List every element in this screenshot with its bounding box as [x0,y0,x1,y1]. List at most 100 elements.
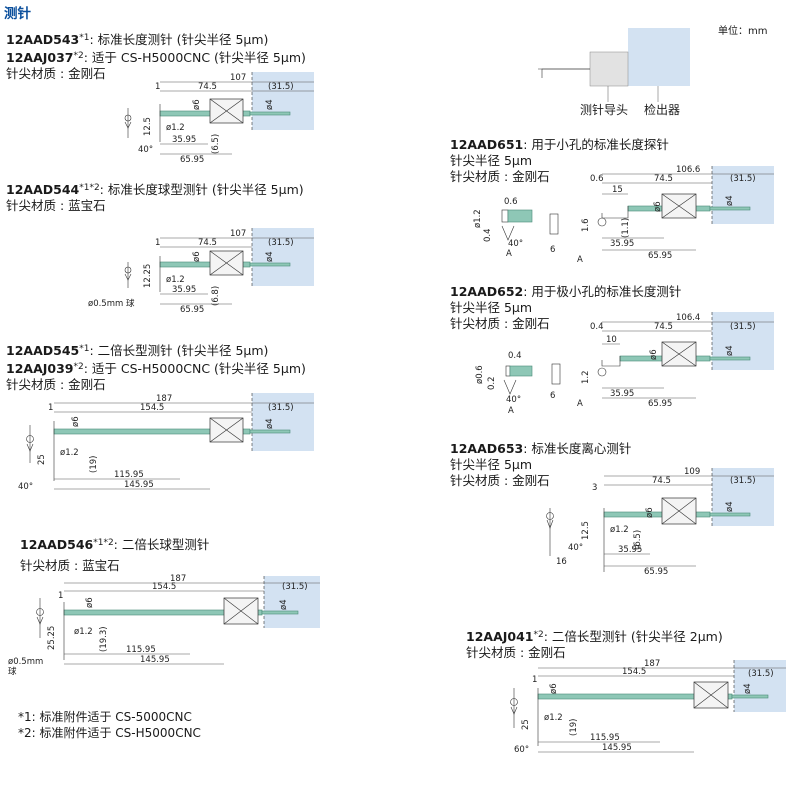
description: : 标准长度球型测针 (针尖半径 5μm) [99,182,304,197]
description: : 标准长度离心测针 [523,441,632,456]
tip-symbol [124,108,132,138]
material: 针尖材质 : 蓝宝石 [20,558,120,573]
dim-label: 0.6 [590,174,604,184]
dim-label: 12.5 [143,117,153,136]
dim-label: (1.1) [621,218,631,238]
dim-label: 187 [156,394,172,404]
dim-label: ø6 [653,201,663,212]
dim-label: 35.95 [172,135,196,145]
description: : 二倍长型测针 (针尖半径 5μm) [89,343,269,358]
code: 12AAD546 [20,537,94,552]
dim-label: ø4 [265,251,275,262]
code: 12AAD544 [6,182,80,197]
dim-label: 107 [230,229,246,239]
dim-label: 154.5 [622,667,646,677]
description: : 用于极小孔的标准长度测针 [523,284,682,299]
code: 12AAJ039 [6,361,74,376]
dim-label: 0.6 [504,197,518,207]
diagram-12aad651: 106.6 74.5 (31.5) 0.6 15 ø6 ø4 1.6 (1.1)… [577,165,774,265]
material: 针尖材质 : 金刚石 [6,377,106,392]
dim-label: 1 [48,403,53,413]
dim-label: ø6 [645,507,655,518]
dim-label: ø1.2 [473,209,483,228]
footnote-mark: *2 [73,362,84,372]
dim-label: A [577,399,583,409]
dim-label: (31.5) [730,322,756,332]
dim-label: ø0.6 [475,365,485,384]
dim-label: ø6 [192,251,202,262]
dim-label: 187 [644,659,660,669]
footnote-mark: *1*2 [93,538,114,548]
description: : 二倍长球型测针 [113,537,210,552]
dim-label: 40° [138,145,153,155]
diagram-12aad545: 187 154.5 (31.5) 1 ø6 ø4 25 ø1.2 (19) 40… [18,393,314,492]
dim-label: (6.5) [211,134,221,154]
dim-label: 12.5 [581,521,591,540]
tip-symbol [124,262,132,288]
code: 12AAJ041 [466,629,534,644]
dim-label: 1 [155,238,160,248]
material: 针尖材质 : 金刚石 [450,169,550,184]
dim-label: ø1.2 [544,713,563,723]
guide-shape [589,51,629,87]
description: : 二倍长型测针 (针尖半径 2μm) [543,629,723,644]
material: 针尖材质 : 金刚石 [450,473,550,488]
description: : 适于 CS-H5000CNC (针尖半径 5μm) [83,361,306,376]
dim-label: 109 [684,467,700,477]
guide-label: 测针导头 [580,102,628,117]
dim-label: 0.4 [483,228,493,242]
footnote-mark: *1 [79,344,90,354]
dim-label: ø6 [71,416,81,427]
dim-label: ø6 [649,349,659,360]
dim-label: 0.2 [487,376,497,390]
dim-label: 0.4 [590,322,604,332]
dim-label: ø1.2 [610,525,629,535]
tip-symbol [546,508,554,556]
dim-label: ø4 [743,683,753,694]
dim-label: (19) [569,719,579,736]
dim-label: 40° [506,395,521,405]
diagram-12aad543: 107 74.5 (31.5) 1 ø6 ø4 12.5 ø1.2 (6.5) … [138,72,314,165]
dim-label: 74.5 [198,82,217,92]
dim-label: 65.95 [180,305,204,315]
legend-diagram: 测针导头 检出器 [538,28,690,117]
dim-label: 35.95 [172,285,196,295]
diagram-12aad546: 187 154.5 (31.5) 1 ø6 ø4 25.25 ø1.2 (19.… [8,574,320,677]
dim-label: 35.95 [610,389,634,399]
dim-label: ø1.2 [166,123,185,133]
dim-label: 1 [58,591,63,601]
unit-label: 单位：mm [718,26,768,37]
dim-label: 40° [18,482,33,492]
dim-label: 154.5 [152,582,176,592]
dim-label: 65.95 [644,567,668,577]
header-12aad545: 12AAD545*1: 二倍长型测针 (针尖半径 5μm) 12AAJ039*2… [6,341,306,393]
detector-label: 检出器 [644,102,680,117]
detector-area [712,166,774,224]
detector-shape [628,28,690,86]
dim-label: ø4 [265,99,275,110]
dim-label: 球 [8,666,17,677]
dim-label: 74.5 [198,238,217,248]
dim-label: 145.95 [124,480,154,490]
dim-label: ø4 [725,345,735,356]
dim-label: A [508,406,514,416]
header-12aaj041: 12AAJ041*2: 二倍长型测针 (针尖半径 2μm) 针尖材质 : 金刚石 [466,627,723,661]
dim-label: ø4 [265,418,275,429]
dim-label: 145.95 [140,655,170,665]
footnote-mark: *2 [533,630,544,640]
dim-label: 6 [550,391,555,401]
description: : 标准长度测针 (针尖半径 5μm) [89,32,269,47]
dim-label: (6.8) [211,286,221,306]
material: 针尖材质 : 金刚石 [450,316,550,331]
detector-area [252,72,314,130]
dim-label: 74.5 [654,174,673,184]
dim-label: (31.5) [282,582,308,592]
detector-area [734,660,786,712]
dim-label: ø1.2 [74,627,93,637]
header-12aad543: 12AAD543*1: 标准长度测针 (针尖半径 5μm) 12AAJ037*2… [6,30,306,82]
detector-area [252,228,314,286]
code: 12AAD652 [450,284,524,299]
dim-label: ø4 [279,599,289,610]
dim-label: 1 [155,82,160,92]
dim-label: (31.5) [748,669,774,679]
